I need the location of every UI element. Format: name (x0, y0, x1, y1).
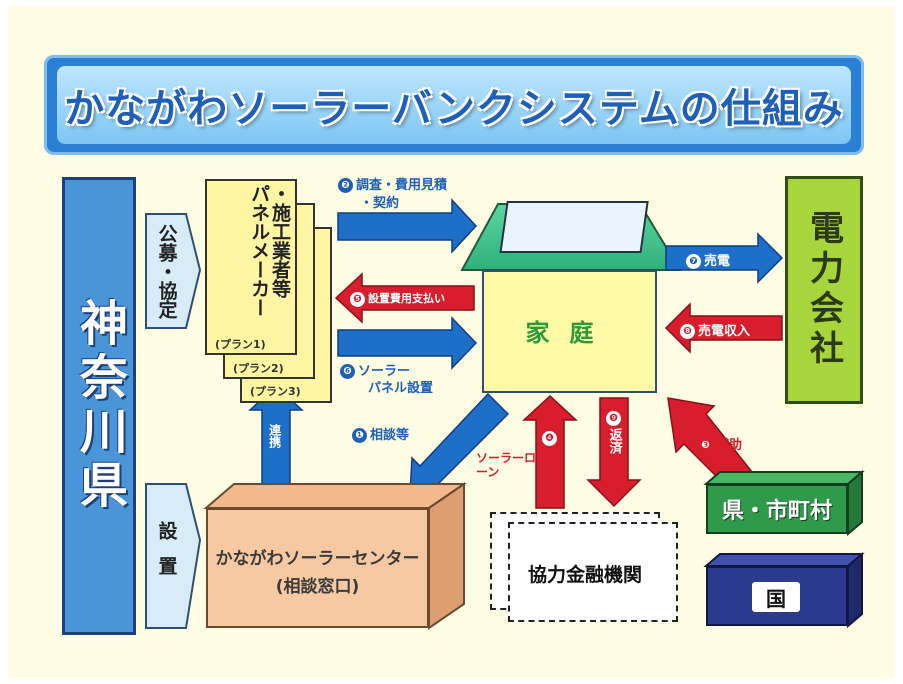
flow-6-number: ❻ (340, 364, 355, 379)
setchi-chevron (145, 483, 202, 629)
center-label-2: (相談窓口) (275, 577, 360, 597)
finance-card-front (508, 522, 678, 622)
arrow-9 (586, 397, 642, 508)
flow-2-number: ❷ (338, 178, 353, 193)
center-box-top (203, 483, 468, 509)
solar-center-box (206, 508, 429, 628)
flow-9-text: 返済 (606, 428, 622, 454)
flow-4-number: ❹ (542, 431, 557, 446)
koubo-label: 公募・協定 (155, 223, 178, 319)
local-gov-label: 県・市町村 (721, 499, 832, 524)
flow-7-text: 売電 (704, 254, 731, 269)
arrow-4 (522, 394, 578, 509)
arrow-8 (664, 302, 783, 354)
national-label: 国 (752, 582, 800, 612)
prefecture-box (62, 177, 136, 635)
center-label-1: かながわソーラーセンター (215, 549, 420, 569)
flow-1-text: 相談等 (370, 428, 410, 443)
gov-box-top (703, 471, 865, 485)
flow-6-text-1: ソーラー (358, 364, 411, 379)
plan2-label: (プラン2) (233, 362, 284, 375)
finance-label: 協力金融機関 (527, 564, 642, 586)
household-label: 家庭 (525, 318, 614, 347)
koubo-chevron (145, 213, 202, 329)
arrow-7 (665, 232, 784, 284)
setchi-label: 設置 (155, 521, 178, 591)
solar-panel (499, 201, 649, 253)
flow-3-text: 補助 (716, 438, 743, 453)
flow-4-text: ソーラーローン (476, 451, 537, 479)
flow-9-number-wrap: ❾ (606, 408, 624, 427)
center-box-side (428, 482, 465, 630)
flow-8-number: ❽ (680, 324, 695, 339)
power-company-label: 電力会社 (803, 210, 844, 370)
flow-2-text-2: ・契約 (360, 196, 400, 211)
renkei-label: 連携 (267, 424, 282, 448)
arrow-2 (337, 198, 478, 254)
power-company-box (785, 176, 863, 404)
flow-1-number: ❶ (352, 428, 367, 443)
flow-2-text-1: 調査・費用見積 (356, 178, 448, 193)
plan3-label: (プラン3) (250, 385, 301, 398)
gov-box-side (847, 469, 863, 537)
local-gov-box (706, 484, 848, 534)
title-banner-inner (57, 66, 851, 144)
plan1-card (205, 179, 297, 355)
kuni-box-side (847, 551, 863, 629)
flow-5-text: 設置費用支払い (368, 292, 445, 305)
arrow-5 (334, 272, 475, 324)
flow-3-number: ❸ (698, 438, 713, 453)
plan1-label: (プラン1) (215, 338, 266, 351)
kuni-box-top (703, 553, 865, 567)
flow-8-text: 売電収入 (698, 324, 751, 339)
flow-5-number: ❺ (350, 291, 365, 307)
household-box (482, 270, 657, 393)
prefecture-label: 神奈川県 (71, 298, 127, 514)
flow-9-number: ❾ (606, 411, 621, 426)
flow-6-text-2: パネル設置 (368, 381, 434, 396)
arrow-6 (337, 316, 478, 370)
flow-4-number-wrap: ❹ (542, 428, 560, 447)
diagram-title: かながわソーラーバンクシステムの仕組み (64, 86, 844, 132)
flow-7-number: ❼ (686, 254, 701, 269)
maker-label: ・施工業者等 パネルメーカー (248, 184, 291, 317)
